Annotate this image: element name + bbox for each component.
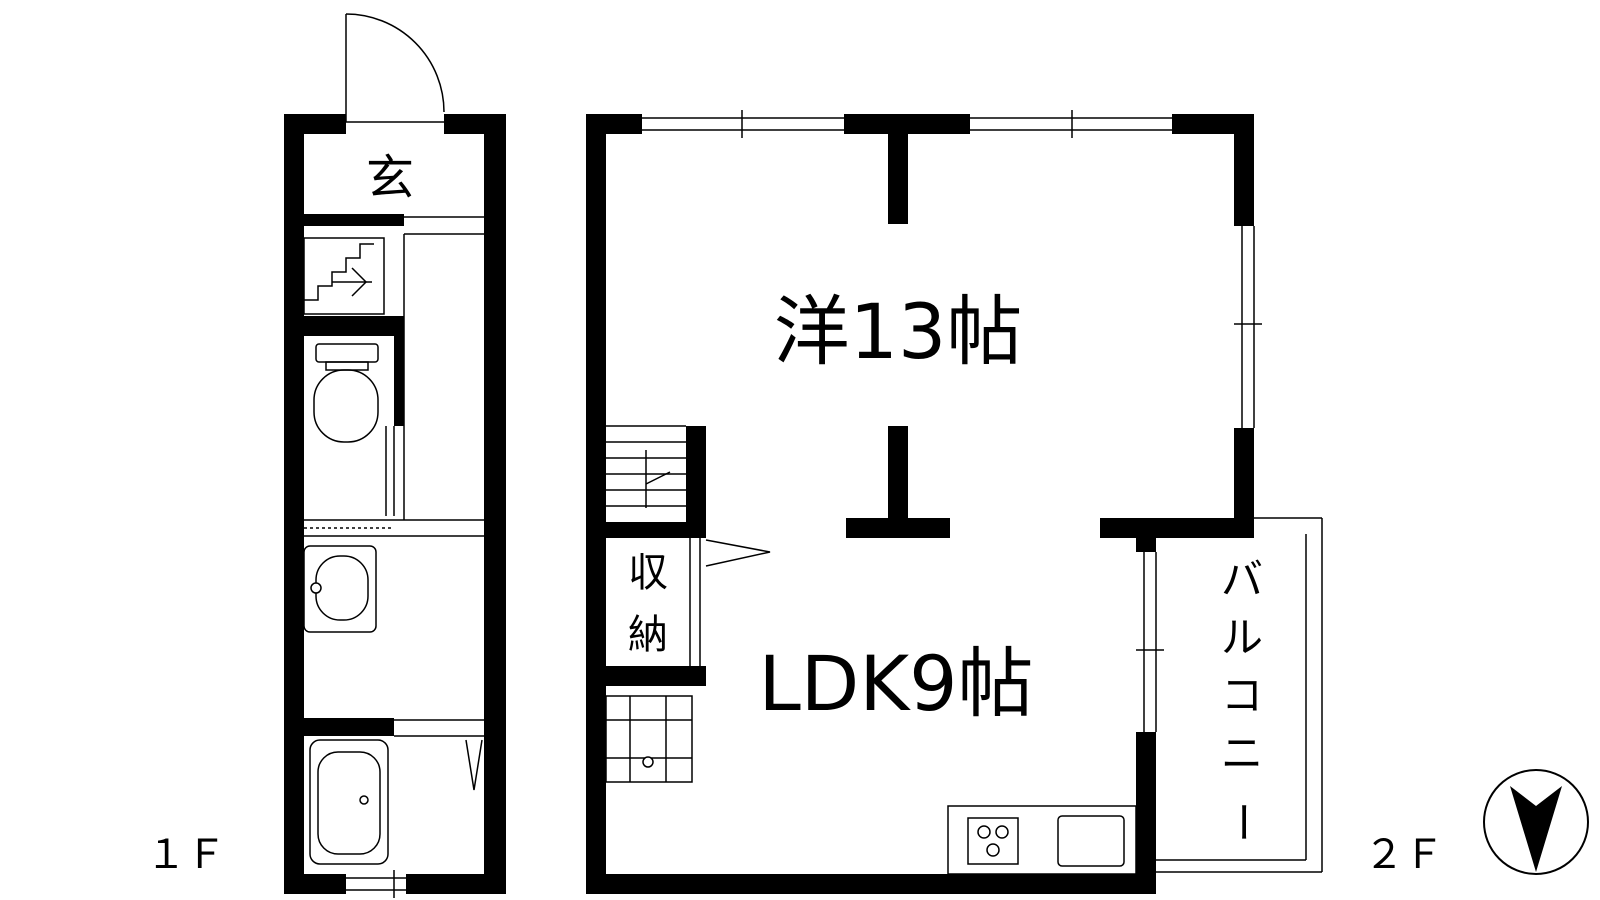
floor-2-label: ２Ｆ — [1364, 832, 1444, 878]
washbasin-icon — [303, 545, 377, 633]
stair-icon — [303, 237, 385, 315]
bathtub-icon — [309, 739, 483, 865]
north-arrow-icon — [1483, 769, 1589, 875]
sink-icon — [1057, 815, 1125, 867]
dining-table-icon — [605, 695, 693, 783]
floor-2-right-windows — [1136, 226, 1262, 732]
floor-2: 収 納 洋13帖 LDK9帖 — [586, 110, 1589, 894]
balcony-char: バ — [1221, 555, 1263, 604]
balcony — [1156, 517, 1323, 873]
stove-icon — [967, 817, 1019, 865]
stair-icon — [606, 425, 686, 508]
western-room-label: 洋13帖 — [774, 287, 1023, 376]
floor-1: 玄 １Ｆ — [146, 13, 506, 898]
balcony-label: バ ル コ ニ ー — [1218, 555, 1267, 843]
balcony-char: ニ — [1221, 729, 1263, 778]
balcony-char: ー — [1218, 801, 1267, 843]
storage-label-1: 収 — [628, 550, 668, 596]
floor-1-label: １Ｆ — [146, 832, 226, 878]
entrance-label: 玄 — [366, 150, 414, 206]
storage-door — [689, 538, 771, 666]
door-swing-icon — [345, 13, 445, 123]
floor-2-walls — [586, 114, 1254, 894]
balcony-char: ル — [1221, 613, 1263, 662]
storage-label-2: 納 — [628, 612, 668, 658]
balcony-char: コ — [1221, 671, 1263, 720]
ldk-label: LDK9帖 — [758, 639, 1033, 728]
floor-1-walls — [284, 114, 506, 894]
floor-2-top-windows — [642, 110, 1172, 138]
floor-1-bottom-window — [346, 870, 406, 898]
toilet-icon — [313, 343, 379, 443]
floor-1-partitions — [304, 216, 484, 737]
kitchen-counter — [947, 805, 1137, 875]
